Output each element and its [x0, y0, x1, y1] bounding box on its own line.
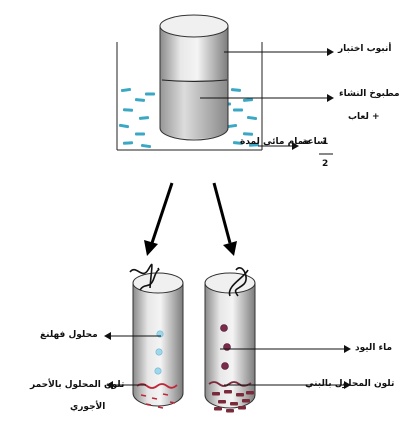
water-dashes — [118, 87, 260, 149]
water-dash — [122, 141, 134, 145]
water-dash — [138, 116, 150, 120]
label-test-tube: أنبوب اختبار — [338, 44, 392, 54]
red-precipitate-fleck — [151, 397, 158, 400]
water-dash — [122, 108, 134, 112]
water-dash — [145, 92, 155, 96]
iodine-drop — [221, 362, 229, 370]
brown-solution-fleck — [246, 391, 254, 395]
iodine-test-tube — [204, 267, 256, 409]
label-saliva: + لعاب — [348, 112, 380, 122]
water-dash — [230, 88, 242, 92]
label-brown: تلون المحلول بالبني — [305, 379, 395, 389]
split-arrows — [144, 182, 237, 256]
water-dash — [120, 87, 132, 93]
iodine-drops — [220, 324, 231, 370]
water-dash — [118, 123, 130, 129]
label-brick-red-line1: تلون المحلول بالأحمر — [30, 380, 125, 390]
red-precipitate-fleck — [169, 401, 176, 404]
fehling-test-tube — [129, 263, 184, 407]
bottom-pointer-arrows — [104, 332, 351, 389]
brown-solution-fleck — [218, 400, 226, 404]
water-dash — [226, 123, 238, 129]
water-dash — [233, 108, 243, 112]
brown-solution-fleck — [214, 407, 222, 411]
brown-solution-fleck — [230, 402, 238, 406]
red-precipitate-fleck — [157, 406, 164, 409]
brown-solution-fleck — [238, 406, 246, 410]
water-dash — [246, 115, 258, 121]
brown-solution-line — [208, 381, 252, 387]
label-duration-unit: ساعة — [302, 137, 326, 147]
fehling-drop — [154, 367, 162, 375]
water-dash — [135, 132, 145, 136]
red-precipitate-line — [136, 383, 178, 389]
top-pointer-arrows — [200, 48, 334, 150]
label-starch: مطبوخ النشاء — [339, 89, 400, 99]
iodine-drop — [220, 324, 228, 332]
red-precipitate — [136, 383, 178, 409]
brown-solution-fleck — [212, 392, 220, 396]
water-dash — [248, 143, 260, 147]
brown-solution-fleck — [226, 409, 234, 413]
brown-solution-fleck — [224, 390, 232, 394]
label-water-bath: حمام مائي لمدة — [240, 137, 311, 147]
label-duration-numerator: 1 — [322, 137, 329, 147]
label-iodine: ماء اليود — [355, 343, 393, 353]
label-duration-denominator: 2 — [322, 159, 329, 169]
brown-solution-fleck — [236, 393, 244, 397]
fehling-drop — [155, 348, 163, 356]
red-precipitate-fleck — [145, 403, 152, 406]
water-dash — [140, 143, 152, 149]
water-dash — [242, 98, 254, 102]
water-dash — [232, 141, 244, 145]
red-precipitate-fleck — [162, 393, 169, 396]
water-dash — [242, 132, 254, 136]
water-bath — [116, 42, 263, 151]
water-dash — [134, 98, 146, 102]
label-brick-red-line2: الأجوري — [70, 402, 106, 412]
label-fehling: محلول فهلنغ — [40, 330, 98, 340]
top-test-tube — [159, 14, 229, 141]
red-precipitate-fleck — [140, 394, 147, 397]
brown-solution-fleck — [242, 399, 250, 403]
brown-solution — [208, 381, 254, 413]
